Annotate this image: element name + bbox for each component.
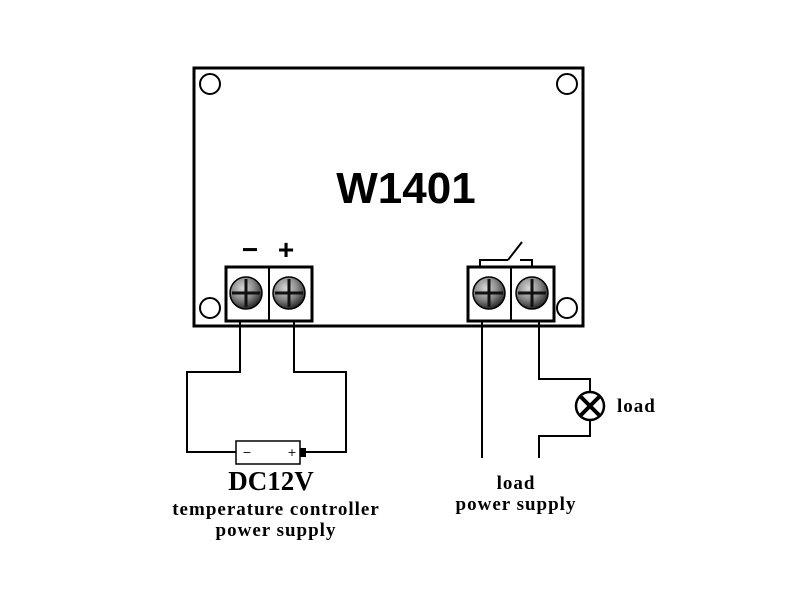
voltage-label: DC12V: [228, 466, 314, 496]
load-wiring: [481, 321, 591, 458]
screw-terminal-relay-1: [472, 276, 506, 310]
mounting-hole-top-left: [199, 73, 221, 95]
relay-terminal-block: [466, 241, 556, 323]
controller-supply-label-line1: temperature controller: [172, 499, 380, 520]
screw-terminal-positive: [272, 276, 306, 310]
relay-switch-symbol: [479, 241, 533, 267]
negative-terminal-label: −: [242, 234, 258, 265]
screw-terminal-relay-2: [515, 276, 549, 310]
positive-terminal-label: +: [278, 234, 294, 265]
power-terminal-block: − +: [224, 234, 314, 323]
mounting-hole-bottom-right: [556, 297, 578, 319]
power-supply-wiring: [186, 321, 347, 453]
battery-minus-label: −: [242, 446, 251, 459]
mounting-hole-bottom-left: [199, 297, 221, 319]
load-label: load: [617, 396, 656, 417]
battery-icon: − +: [235, 440, 306, 465]
mounting-hole-top-right: [556, 73, 578, 95]
controller-supply-label-line2: power supply: [216, 520, 337, 541]
load-supply-label-line1: load: [497, 473, 536, 494]
screw-terminal-negative: [229, 276, 263, 310]
lamp-icon: [574, 390, 606, 422]
load-supply-label-line2: power supply: [456, 494, 577, 515]
battery-plus-label: +: [287, 446, 296, 459]
model-label: W1401: [336, 164, 475, 213]
